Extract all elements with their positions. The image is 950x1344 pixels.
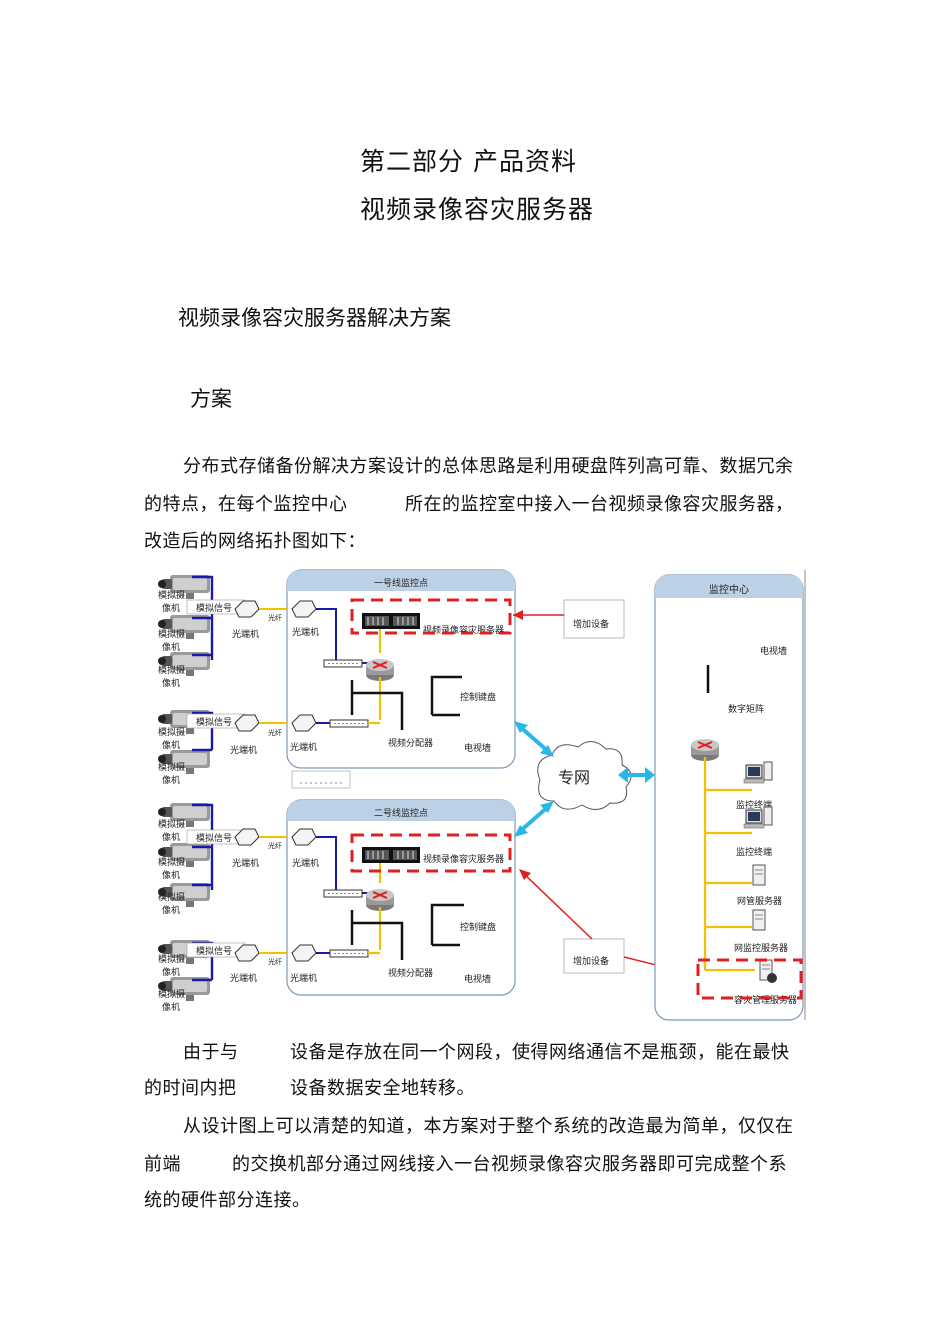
camera-label: 模拟摄: [158, 664, 185, 676]
optical-terminal-label: 光端机: [292, 857, 319, 869]
dr-mgmt-server-label: 容灾管理服务器: [734, 994, 797, 1006]
camera-label: 像机: [162, 739, 180, 751]
optical-terminal-label: 光端机: [232, 628, 259, 640]
para3-line-3: 统的硬件部分连接。: [144, 1190, 311, 1211]
heading-line-2: 视频录像容灾服务器: [360, 195, 595, 224]
optical-terminal-label: 光端机: [292, 626, 319, 638]
optical-terminal-label: 光端机: [290, 972, 317, 984]
analog-signal-label: 模拟信号: [196, 832, 232, 844]
control-keyboard-label: 控制键盘: [460, 921, 496, 933]
site-2-cameras-a: 模拟摄 像机 模拟摄 像机 模拟摄 像机 模拟信号 光纤 光端机 光端机: [158, 803, 319, 916]
camera-label: 模拟摄: [158, 628, 185, 640]
site-2-cameras-b: 模拟摄 像机 模拟摄 像机 模拟信号 光纤 光端机 光端机: [158, 940, 317, 1013]
tv-wall-label: 电视墙: [760, 645, 787, 657]
analog-signal-label: 模拟信号: [196, 945, 232, 957]
camera-label: 像机: [162, 966, 180, 978]
intro-line-1: 分布式存储备份解决方案设计的总体思路是利用硬盘阵列高可靠、数据冗余: [183, 456, 794, 477]
tv-wall-label: 电视墙: [464, 742, 491, 754]
camera-label: 模拟摄: [158, 988, 185, 1000]
site-1-title: 一号线监控点: [374, 577, 428, 589]
monitor-terminal-label: 监控终端: [736, 799, 772, 811]
analog-signal-label: 模拟信号: [196, 716, 232, 728]
para3-line-1: 从设计图上可以清楚的知道，本方案对于整个系统的改造最为简单，仅仅在: [183, 1116, 794, 1137]
fiber-label: 光纤: [268, 841, 282, 850]
site-2-equipment: 视频录像容灾服务器 控制键盘 视频分配器 电视墙: [316, 833, 512, 985]
optical-terminal-label: 光端机: [230, 744, 257, 756]
add-device-label: 增加设备: [573, 618, 609, 630]
camera-label: 像机: [162, 774, 180, 786]
camera-label: 像机: [162, 904, 180, 916]
network-topology-diagram: 一号线监控点 模拟摄 像机 模拟摄 像机 模拟摄 像机 模拟信号 光纤 光端机 …: [158, 569, 806, 1021]
para3-line-2a: 前端: [144, 1154, 181, 1175]
camera-label: 模拟摄: [158, 761, 185, 773]
camera-label: 像机: [162, 641, 180, 653]
site-1-cameras-a: 模拟摄 像机 模拟摄 像机 模拟摄 像机 模拟信号 光纤 光端机 光端机: [158, 575, 319, 689]
net-monitor-server-label: 网监控服务器: [734, 942, 788, 954]
para2-line-2b: 设备数据安全地转移。: [290, 1078, 475, 1099]
intro-line-3: 改造后的网络拓扑图如下：: [144, 531, 366, 552]
video-distributor-label: 视频分配器: [388, 967, 433, 979]
fiber-label: 光纤: [268, 613, 282, 622]
camera-label: 像机: [162, 602, 180, 614]
site-1-cameras-b: 模拟摄 像机 模拟摄 像机 模拟信号 光纤 光端机 光端机: [158, 710, 317, 786]
spare-switch: [291, 770, 351, 789]
para2-line-1a: 由于与: [183, 1042, 239, 1063]
para2-line-2a: 的时间内把: [144, 1078, 237, 1099]
private-network-label: 专网: [558, 768, 590, 787]
private-network-cloud: 专网: [514, 721, 655, 837]
camera-label: 模拟摄: [158, 856, 185, 868]
optical-terminal-label: 光端机: [290, 741, 317, 753]
digital-matrix-label: 数字矩阵: [728, 703, 764, 715]
fiber-label: 光纤: [268, 957, 282, 966]
analog-signal-label: 模拟信号: [196, 602, 232, 614]
nms-server-label: 网管服务器: [737, 895, 782, 907]
control-keyboard-label: 控制键盘: [460, 691, 496, 703]
optical-terminal-label: 光端机: [230, 972, 257, 984]
site-2-title: 二号线监控点: [374, 807, 428, 819]
para2-line-1b: 设备是存放在同一个网段，使得网络通信不是瓶颈，能在最快: [290, 1042, 790, 1063]
add-device-label: 增加设备: [573, 955, 609, 967]
camera-label: 模拟摄: [158, 589, 185, 601]
subsection-title: 方案: [190, 387, 232, 411]
site-1-panel: 一号线监控点: [286, 569, 516, 769]
camera-label: 像机: [162, 869, 180, 881]
video-distributor-label: 视频分配器: [388, 737, 433, 749]
para3-line-2b: 的交换机部分通过网线接入一台视频录像容灾服务器即可完成整个系: [232, 1154, 787, 1175]
intro-line-2b: 所在的监控室中接入一台视频录像容灾服务器，: [405, 494, 794, 515]
monitoring-center-title: 监控中心: [709, 583, 749, 596]
camera-label: 模拟摄: [158, 891, 185, 903]
monitoring-center-panel: 监控中心: [654, 570, 806, 1021]
optical-terminal-label: 光端机: [232, 857, 259, 869]
monitoring-center-equipment: 电视墙 数字矩阵 监控终端 监控终端 网管服务器 网监控服务器 容灾管理服务器: [690, 645, 803, 1006]
heading-line-1: 第二部分 产品资料: [360, 147, 577, 176]
camera-label: 模拟摄: [158, 953, 185, 965]
camera-label: 像机: [162, 831, 180, 843]
monitor-terminal-label: 监控终端: [736, 846, 772, 858]
site-2-panel: 二号线监控点: [286, 799, 516, 996]
camera-label: 像机: [162, 1001, 180, 1013]
site-1-equipment: 视频录像容灾服务器 控制键盘 视频分配器 电视墙: [316, 598, 512, 754]
dvr-server-label: 视频录像容灾服务器: [423, 853, 504, 865]
add-device-box-1: 增加设备: [513, 599, 625, 639]
section-title: 视频录像容灾服务器解决方案: [178, 306, 451, 330]
camera-label: 模拟摄: [158, 726, 185, 738]
tv-wall-label: 电视墙: [464, 973, 491, 985]
camera-label: 像机: [162, 677, 180, 689]
intro-line-2a: 的特点，在每个监控中心: [144, 494, 348, 515]
camera-label: 模拟摄: [158, 818, 185, 830]
fiber-label: 光纤: [268, 728, 282, 737]
